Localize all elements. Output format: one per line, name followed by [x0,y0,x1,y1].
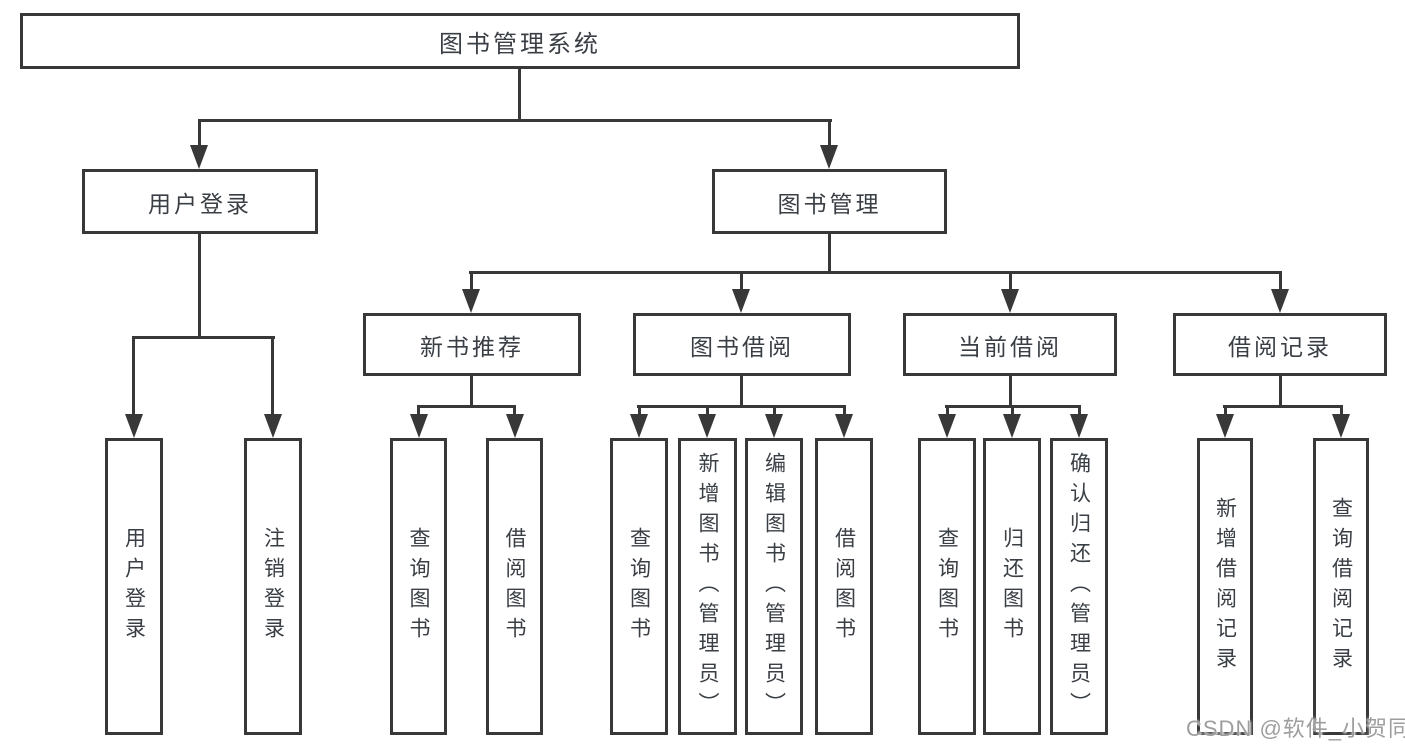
arrowhead-leaf-logout [264,414,282,438]
node-book-management: 图书管理 [712,169,947,234]
watermark: CSDN @软件_小贺同学 [1186,716,1405,741]
connector-group3-drop [1009,375,1012,408]
connector-group4-split [1223,405,1343,408]
connector-group2-drop [740,375,743,408]
node-book-borrowing: 图书借阅 [633,313,851,376]
leaf-nb-borrow-books: 借阅图书 [486,438,543,735]
connector-to-borrowing-records [1279,271,1282,292]
leaf-label: 新增图书（管理员） [696,451,719,722]
connector-group2-split [637,405,846,408]
node-user-login: 用户登录 [82,169,318,234]
leaf-cb-confirm-return-admin: 确认归还（管理员） [1050,438,1108,735]
arrowhead-g1-query [410,414,428,438]
leaf-cb-return-books: 归还图书 [983,438,1041,735]
leaf-nb-query-books: 查询图书 [390,438,447,735]
node-label: 图书借阅 [690,333,794,360]
leaf-user-login: 用户登录 [105,438,163,735]
connector-to-g4-add [1224,405,1227,417]
arrowhead-book-management [820,145,838,169]
connector-to-current-borrowing [1009,271,1012,292]
leaf-rec-add-record: 新增借阅记录 [1197,438,1253,735]
node-label: 借阅记录 [1228,333,1332,360]
arrowhead-g2-query [630,414,648,438]
connector-to-g3-query [946,405,949,417]
arrowhead-g4-add [1216,414,1234,438]
leaf-label: 编辑图书（管理员） [762,451,786,722]
leaf-label: 借阅图书 [503,526,526,647]
leaf-label: 借阅图书 [832,526,856,647]
leaf-bb-add-books-admin: 新增图书（管理员） [678,438,737,735]
leaf-rec-query-record: 查询借阅记录 [1313,438,1369,735]
connector-group1-drop [470,375,473,408]
connector-user-split [132,336,275,339]
node-library-management-system: 图书管理系统 [20,13,1020,69]
connector-to-g2-add [706,405,709,417]
connector-level2-bus [198,119,832,122]
arrowhead-g4-query [1332,414,1350,438]
node-current-borrowing: 当前借阅 [903,313,1117,376]
arrowhead-leaf-user-login [125,414,143,438]
node-label: 用户登录 [148,190,252,217]
connector-group4-drop [1279,375,1282,408]
arrowhead-g3-query [938,414,956,438]
connector-to-user-login [198,119,201,148]
leaf-label: 查询借阅记录 [1329,496,1353,677]
connector-to-g2-query [638,405,641,417]
arrowhead-book-borrowing [732,289,750,313]
connector-to-g2-edit [773,405,776,417]
leaf-label: 查询图书 [935,526,959,647]
arrowhead-borrowing-records [1271,289,1289,313]
arrowhead-user-login [190,145,208,169]
connector-to-g4-query [1340,405,1343,417]
connector-root-drop [518,66,521,121]
node-label: 图书管理 [777,190,882,217]
arrowhead-g2-add [698,414,716,438]
leaf-bb-query-books: 查询图书 [610,438,668,735]
connector-groups-bus [469,271,1281,274]
connector-to-g2-borrow [843,405,846,417]
leaf-label: 新增借阅记录 [1213,496,1237,677]
leaf-label: 用户登录 [122,526,146,647]
leaf-bb-edit-books-admin: 编辑图书（管理员） [745,438,803,735]
connector-to-leaf-user-login [132,336,135,417]
connector-to-g1-query [417,405,420,417]
connector-book-drop [828,233,831,274]
connector-to-g1-borrow [513,405,516,417]
arrowhead-current-borrowing [1001,289,1019,313]
leaf-label: 查询图书 [407,526,430,647]
arrowhead-g2-edit [765,414,783,438]
connector-to-book-borrowing [740,271,743,292]
connector-to-g3-confirm [1078,405,1081,417]
leaf-cb-query-books: 查询图书 [918,438,976,735]
connector-user-drop [198,233,201,339]
node-label: 图书管理系统 [439,30,601,58]
leaf-logout: 注销登录 [244,438,302,735]
arrowhead-g3-confirm [1070,414,1088,438]
arrowhead-new-book-recommend [462,289,480,313]
node-new-book-recommend: 新书推荐 [363,313,581,376]
connector-to-g3-return [1011,405,1014,417]
leaf-label: 注销登录 [261,526,285,647]
arrowhead-g1-borrow [506,414,524,438]
connector-group1-split [417,405,516,408]
connector-to-new-book-recommend [470,271,473,292]
node-label: 新书推荐 [420,333,524,360]
node-label: 当前借阅 [958,333,1062,360]
connector-to-leaf-logout [271,336,274,417]
arrowhead-g2-borrow [835,414,853,438]
leaf-label: 归还图书 [1000,526,1024,647]
node-borrowing-records: 借阅记录 [1173,313,1387,376]
leaf-bb-borrow-books: 借阅图书 [815,438,873,735]
leaf-label: 查询图书 [627,526,651,647]
connector-to-book-management [828,119,831,148]
leaf-label: 确认归还（管理员） [1067,451,1091,722]
arrowhead-g3-return [1003,414,1021,438]
